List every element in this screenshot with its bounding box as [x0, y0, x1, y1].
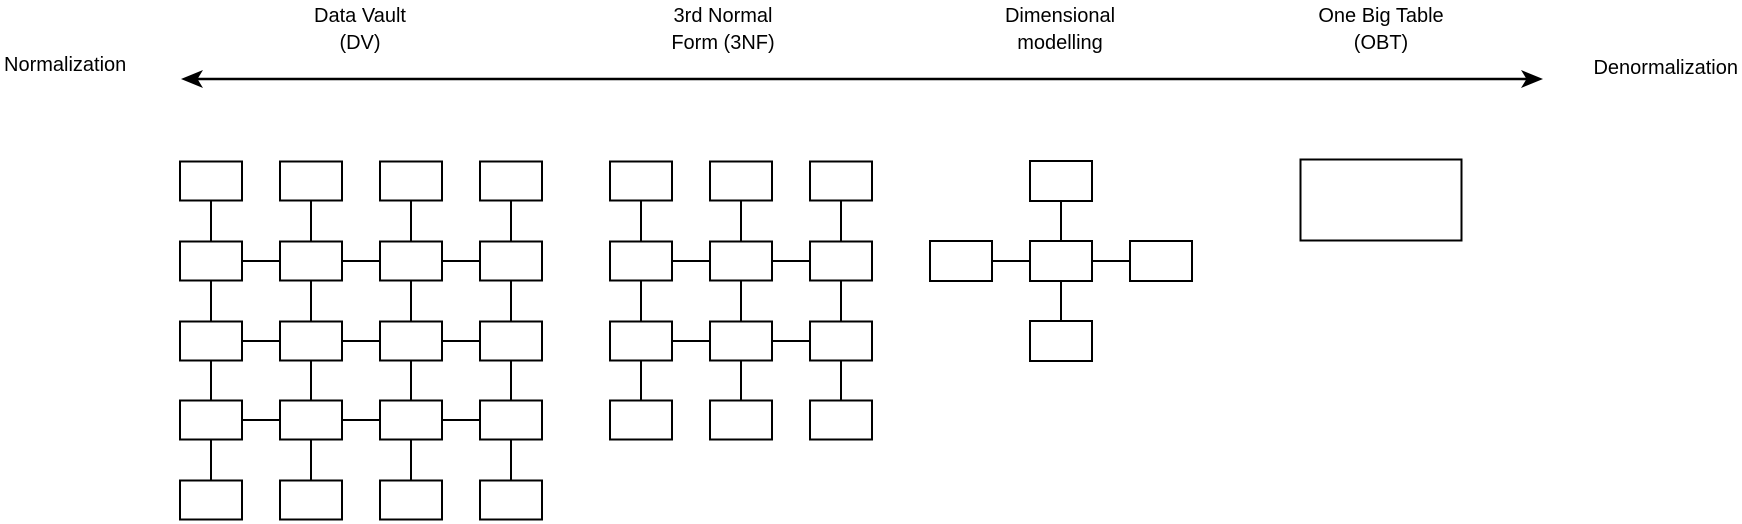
label-obt: One Big Table (OBT) [1318, 3, 1443, 57]
spectrum-arrow [181, 70, 1543, 88]
table-box [609, 240, 673, 282]
table-box [1299, 158, 1463, 242]
label-3nf-line1: 3rd Normal [673, 5, 773, 27]
label-data-vault-line1: Data Vault [314, 5, 406, 27]
table-box [379, 399, 443, 441]
table-box [809, 160, 873, 202]
table-box [479, 240, 543, 282]
label-3nf-line2: Form (3NF) [671, 32, 775, 54]
table-box [929, 240, 993, 282]
normalization-label: Normalization [4, 54, 127, 76]
table-box [279, 399, 343, 441]
arrowhead-right-icon [1521, 70, 1543, 88]
label-obt-line2: (OBT) [1353, 32, 1409, 54]
table-box [179, 320, 243, 362]
arrowhead-left-icon [181, 70, 203, 88]
table-box [379, 320, 443, 362]
table-box [479, 479, 543, 521]
table-box [279, 320, 343, 362]
table-box [709, 320, 773, 362]
table-box [279, 479, 343, 521]
label-dimensional-line1: Dimensional [1004, 5, 1116, 27]
table-box [609, 160, 673, 202]
label-3nf: 3rd Normal Form (3NF) [671, 3, 774, 57]
table-box [1029, 320, 1093, 362]
label-data-vault-line2: (DV) [339, 32, 381, 54]
table-box [179, 479, 243, 521]
table-box [479, 399, 543, 441]
table-box [379, 160, 443, 202]
table-box [179, 160, 243, 202]
label-dimensional: Dimensional modelling [1005, 3, 1115, 57]
table-box [609, 399, 673, 441]
table-box [1029, 160, 1093, 202]
table-box [809, 240, 873, 282]
table-box [279, 160, 343, 202]
table-box [479, 160, 543, 202]
table-box [709, 240, 773, 282]
denormalization-label: Denormalization [1593, 57, 1738, 79]
table-box [379, 479, 443, 521]
schema-shapes-group [179, 158, 1463, 521]
table-box [1029, 240, 1093, 282]
table-box [179, 240, 243, 282]
table-box [179, 399, 243, 441]
table-box [1129, 240, 1193, 282]
table-box [809, 320, 873, 362]
table-box [279, 240, 343, 282]
table-box [809, 399, 873, 441]
label-data-vault: Data Vault (DV) [314, 3, 406, 57]
label-obt-line1: One Big Table [1318, 5, 1444, 27]
table-box [709, 399, 773, 441]
table-box [609, 320, 673, 362]
table-box [479, 320, 543, 362]
label-dimensional-line2: modelling [1017, 32, 1103, 54]
table-box [709, 160, 773, 202]
table-box [379, 240, 443, 282]
